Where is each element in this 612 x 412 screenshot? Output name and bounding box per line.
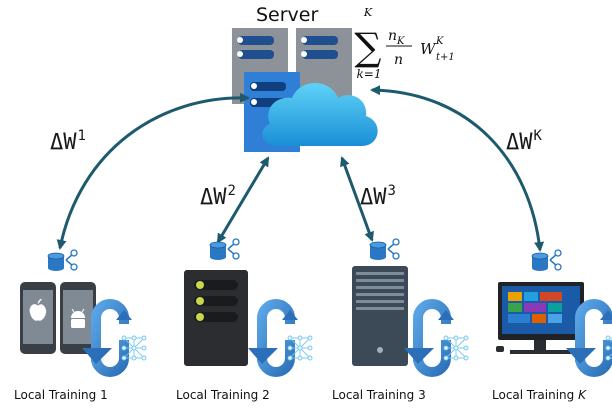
weight-term: W	[420, 40, 437, 58]
database-icon	[531, 249, 562, 272]
weight-term-sup: K	[435, 36, 444, 47]
server-tower-icon	[184, 270, 248, 366]
update-arrow-1	[56, 92, 250, 250]
update-label-3: ΔW3	[360, 183, 396, 210]
database-icon	[209, 238, 240, 261]
pc-tower-icon	[352, 266, 408, 366]
update-label-k: ΔWK	[506, 128, 542, 155]
training-loop-icon	[404, 304, 468, 372]
database-icon	[47, 249, 78, 272]
client-label-1: Local Training 1	[14, 388, 108, 402]
phone-pair-icon	[20, 282, 96, 354]
update-arrow-2	[216, 156, 270, 244]
sum-symbol: ∑	[354, 25, 381, 69]
sum-lower-limit: k=1	[357, 67, 382, 81]
weight-term-sub: t+1	[436, 52, 455, 63]
desktop-computer-icon	[496, 282, 584, 354]
fraction-numerator: nK	[388, 28, 405, 47]
update-label-1: ΔW1	[50, 128, 86, 155]
client-label-2: Local Training 2	[176, 388, 270, 402]
database-icon	[369, 238, 400, 261]
update-arrow-3	[340, 156, 374, 242]
aggregation-formula: K ∑ k=1 nK n W K t+1	[354, 6, 454, 81]
cloud-icon	[262, 83, 378, 146]
update-label-2: ΔW2	[200, 183, 236, 210]
client-label-3: Local Training 3	[332, 388, 426, 402]
training-loop-icon	[248, 304, 312, 372]
sum-upper-limit: K	[363, 6, 373, 19]
server-title: Server	[256, 4, 319, 26]
fraction-denominator: n	[394, 52, 403, 68]
training-loop-icon	[82, 304, 146, 372]
update-arrow-k	[370, 85, 545, 252]
client-label-k: Local Training K	[492, 388, 586, 402]
